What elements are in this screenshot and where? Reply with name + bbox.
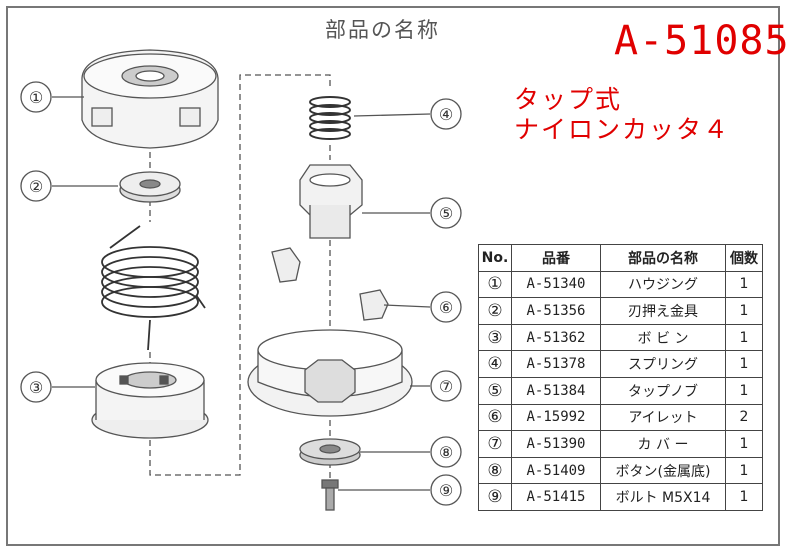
callout-8: ⑧ [439, 443, 453, 462]
part-number: A-51362 [511, 323, 601, 352]
blade-holder-part [119, 171, 181, 203]
callout-5: ⑤ [439, 204, 453, 223]
tap-knob-part [299, 164, 363, 239]
housing-part [81, 49, 219, 149]
part-name: ボタン(金属底) [600, 456, 726, 485]
nylon-line-coil [101, 225, 206, 351]
row-number: ③ [478, 323, 512, 352]
page-title: 部品の名称 [325, 18, 440, 42]
eyelet-part [271, 247, 389, 321]
part-number: A-51409 [511, 456, 601, 485]
callout-2: ② [29, 177, 43, 196]
row-number: ⑧ [478, 456, 512, 485]
row-number: ② [478, 297, 512, 325]
quantity: 1 [725, 483, 763, 511]
row-number: ⑨ [478, 483, 512, 511]
quantity: 1 [725, 376, 763, 405]
button-part [299, 438, 361, 466]
header-quantity: 個数 [725, 244, 763, 272]
callout-3: ③ [29, 378, 43, 397]
part-name: アイレット [600, 403, 726, 432]
model-number: A-51085 [614, 18, 790, 64]
row-number: ① [478, 270, 512, 299]
part-number: A-51390 [511, 430, 601, 458]
callout-4: ④ [439, 105, 453, 124]
part-name: ボルト M5X14 [600, 483, 726, 511]
row-number: ④ [478, 350, 512, 378]
part-name: スプリング [600, 350, 726, 378]
header-part-number: 品番 [511, 244, 601, 272]
quantity: 1 [725, 430, 763, 458]
callout-1: ① [29, 88, 43, 107]
quantity: 1 [725, 350, 763, 378]
row-number: ⑦ [478, 430, 512, 458]
part-name: タップノブ [600, 376, 726, 405]
row-number: ⑥ [478, 403, 512, 432]
row-number: ⑤ [478, 376, 512, 405]
callout-9: ⑨ [439, 481, 453, 500]
assembly-path-left [149, 74, 331, 476]
product-name: ナイロンカッタ４ [514, 115, 731, 144]
bolt-part [321, 479, 339, 511]
part-number: A-51384 [511, 376, 601, 405]
cover-part [247, 329, 413, 417]
part-name: ボ ビ ン [600, 323, 726, 352]
quantity: 2 [725, 403, 763, 432]
part-number: A-15992 [511, 403, 601, 432]
table-header-row: No. 品番 部品の名称 個数 [478, 244, 763, 272]
quantity: 1 [725, 270, 763, 299]
part-number: A-51340 [511, 270, 601, 299]
header-part-name: 部品の名称 [600, 244, 726, 272]
quantity: 1 [725, 456, 763, 485]
product-type: タップ式 [514, 85, 623, 114]
part-name: 刃押え金具 [600, 297, 726, 325]
quantity: 1 [725, 323, 763, 352]
part-number: A-51356 [511, 297, 601, 325]
spool-part [91, 362, 209, 439]
part-number: A-51415 [511, 483, 601, 511]
spring-part [309, 96, 351, 140]
part-name: ハウジング [600, 270, 726, 299]
header-no: No. [478, 244, 512, 272]
quantity: 1 [725, 297, 763, 325]
callout-7: ⑦ [439, 377, 453, 396]
callout-6: ⑥ [439, 298, 453, 317]
part-name: カ バ ー [600, 430, 726, 458]
part-number: A-51378 [511, 350, 601, 378]
